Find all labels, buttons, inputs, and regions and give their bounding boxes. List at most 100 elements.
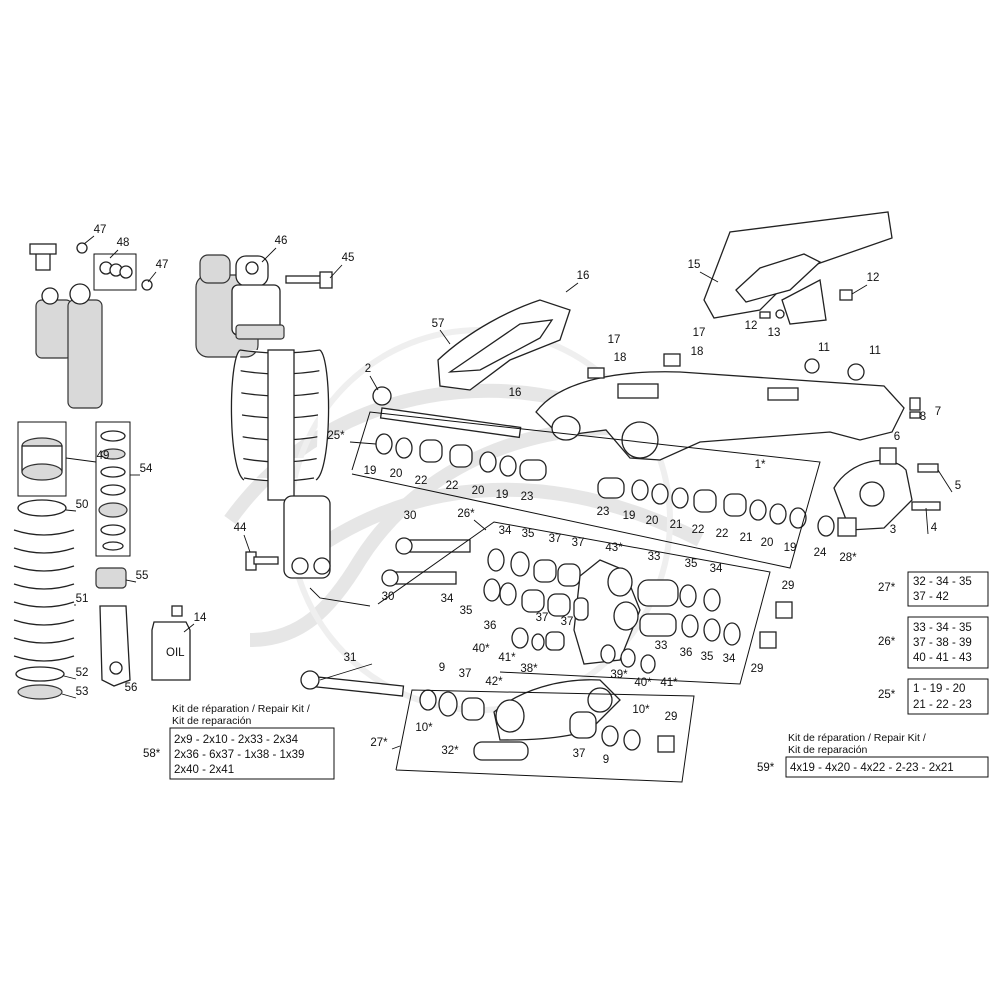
kit-right-title-line2: Kit de reparación	[788, 744, 868, 756]
kit-left-row-2: 2x36 - 6x37 - 1x38 - 1x39	[174, 749, 304, 761]
part-callout: 30	[382, 591, 395, 603]
small-hardware	[587, 289, 941, 531]
group-27-row-2: 37 - 42	[913, 591, 949, 603]
part-callout: 22	[716, 528, 729, 540]
part-callout: 33	[648, 551, 661, 563]
part-callout: 5	[955, 480, 961, 492]
part-callout: 45	[342, 252, 355, 264]
part-callout: 33	[655, 640, 668, 652]
part-callout: 30	[404, 510, 417, 522]
part-callout: 22	[415, 475, 428, 487]
part-callout: 19	[496, 489, 509, 501]
group-box-26: 26* 33 - 34 - 35 37 - 38 - 39 40 - 41 - …	[878, 616, 989, 669]
part-callout: 57	[432, 318, 445, 330]
group-27-row-1: 32 - 34 - 35	[913, 576, 972, 588]
part-callout: 19	[364, 465, 377, 477]
chain-guides	[437, 211, 893, 391]
part-callout: 16	[509, 387, 522, 399]
group-box-27: 27* 32 - 34 - 35 37 - 42	[878, 571, 989, 607]
part-callout: 34	[441, 593, 454, 605]
shock-absorber	[195, 254, 331, 579]
part-callout: 20	[472, 485, 485, 497]
part-callout: 47	[156, 259, 169, 271]
part-callout: 34	[710, 563, 723, 575]
part-callout: 36	[484, 620, 497, 632]
bearing-row-right	[597, 477, 857, 537]
part-callout: 13	[768, 327, 781, 339]
part-callout: 40*	[472, 643, 490, 655]
group-25-row-2: 21 - 22 - 23	[913, 699, 972, 711]
group-25-ref: 25*	[878, 689, 896, 701]
part-callout: 8	[920, 411, 926, 423]
part-callout: 20	[761, 537, 774, 549]
part-callout: 47	[94, 224, 107, 236]
group-26-row-3: 40 - 41 - 43	[913, 652, 972, 664]
kit-right-ref: 59*	[757, 762, 775, 774]
part-callout: 46	[275, 235, 288, 247]
part-callout: 49	[97, 450, 110, 462]
linkage-rod	[381, 537, 793, 674]
group-box-25: 25* 1 - 19 - 20 21 - 22 - 23	[878, 678, 989, 715]
part-callout: 44	[234, 522, 247, 534]
part-callout: 21	[670, 519, 683, 531]
part-callout: 3	[890, 524, 896, 536]
part-callout: 18	[614, 352, 627, 364]
part-callout: 15	[688, 259, 701, 271]
part-callout: 43*	[605, 542, 623, 554]
bolts	[245, 271, 522, 697]
part-callout: 23	[521, 491, 534, 503]
part-callout: 52	[76, 667, 89, 679]
kit-left-row-1: 2x9 - 2x10 - 2x33 - 2x34	[174, 734, 299, 746]
part-callout: 11	[869, 345, 881, 357]
part-callout: 11	[818, 342, 830, 354]
part-callout: 14	[194, 612, 207, 624]
part-callout: 12	[745, 320, 758, 332]
reservoir-shock	[29, 242, 153, 409]
part-callout: 9	[439, 662, 445, 674]
part-callout: 26*	[457, 508, 475, 520]
kit-left-title-line1: Kit de réparation / Repair Kit /	[172, 703, 310, 715]
part-callout: 35	[460, 605, 473, 617]
part-callout: 21	[740, 532, 753, 544]
part-callout: 27*	[370, 737, 388, 749]
leader-lines	[61, 235, 953, 750]
part-callout: 35	[701, 651, 714, 663]
part-callout: 34	[723, 653, 736, 665]
swingarm	[535, 371, 905, 461]
kit-box-right: Kit de réparation / Repair Kit / Kit de …	[757, 732, 989, 778]
part-callout: 51	[76, 593, 89, 605]
kit-right-row-1: 4x19 - 4x20 - 4x22 - 2-23 - 2x21	[790, 762, 954, 774]
part-callout: 41*	[660, 677, 678, 689]
kit-left-row-3: 2x40 - 2x41	[174, 764, 234, 776]
oil-bottle: OIL	[151, 605, 191, 681]
part-callout: 37	[536, 612, 549, 624]
part-callout: 37	[561, 616, 574, 628]
part-callout: 41*	[498, 652, 516, 664]
bearing-row-left	[375, 433, 547, 481]
group-26-ref: 26*	[878, 636, 896, 648]
kit-left-ref: 58*	[143, 748, 161, 760]
part-callout: 37	[573, 748, 586, 760]
part-callout: 19	[784, 542, 797, 554]
part-callout: 37	[572, 537, 585, 549]
part-callout: 32*	[441, 745, 459, 757]
part-callout: 53	[76, 686, 89, 698]
kit-right-title-line1: Kit de réparation / Repair Kit /	[788, 732, 926, 744]
part-callout: 42*	[485, 676, 503, 688]
part-callout: 29	[665, 711, 678, 723]
part-callout: 31	[344, 652, 357, 664]
part-callout: 37	[549, 533, 562, 545]
part-callout: 56	[125, 682, 138, 694]
linkage-link	[419, 679, 675, 761]
part-callout: 38*	[520, 663, 538, 675]
part-callout: 18	[691, 346, 704, 358]
group-25-row-1: 1 - 19 - 20	[913, 683, 965, 695]
part-callout: 20	[646, 515, 659, 527]
part-callout: 22	[446, 480, 459, 492]
part-callout: 10*	[632, 704, 650, 716]
part-callout: 17	[693, 327, 706, 339]
part-callout: 1*	[755, 459, 766, 471]
group-26-row-1: 33 - 34 - 35	[913, 622, 972, 634]
